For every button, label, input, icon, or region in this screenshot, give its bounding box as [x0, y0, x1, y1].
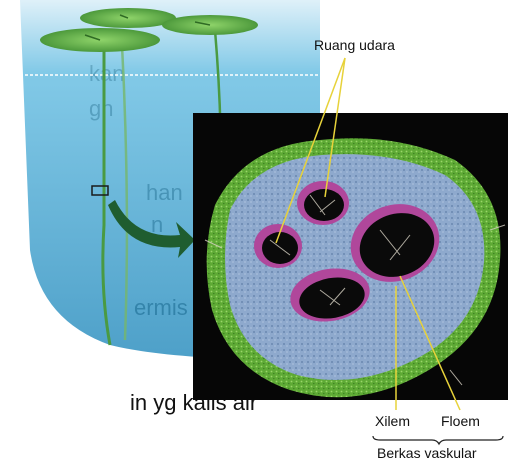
label-vascular-bundle: Berkas vaskular [377, 446, 477, 460]
air-space-hole [304, 189, 344, 221]
label-phloem: Floem [441, 414, 480, 428]
label-air-spaces: Ruang udara [314, 38, 395, 52]
vascular-brace [373, 436, 503, 444]
label-xylem: Xilem [375, 414, 410, 428]
